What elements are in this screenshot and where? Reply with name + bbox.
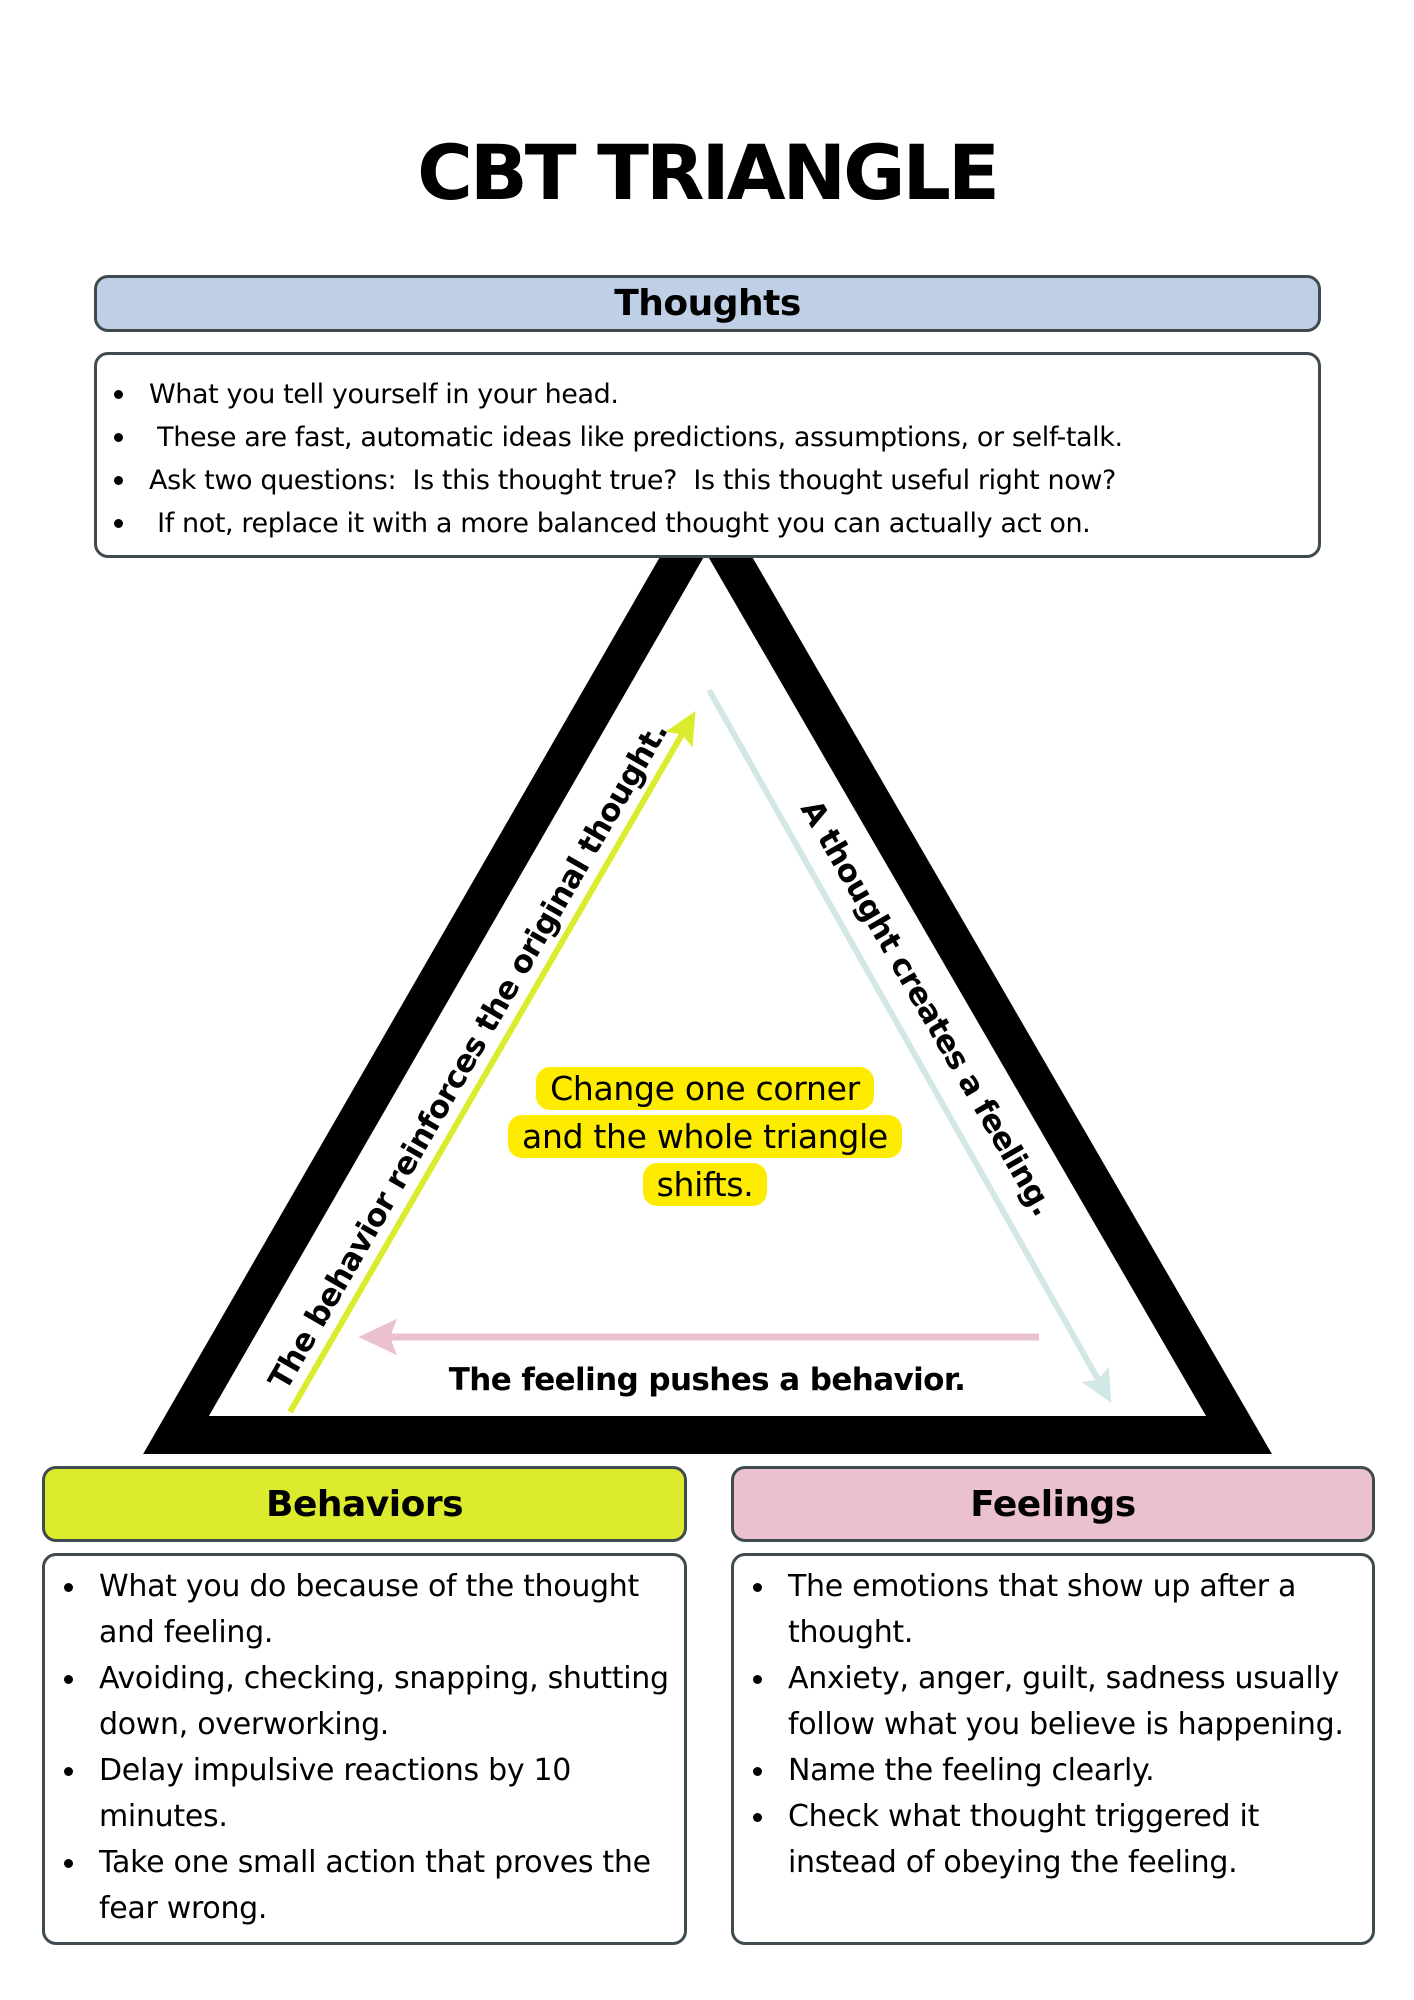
list-item: What you tell yourself in your head. [97, 373, 1318, 416]
callout-line: Change one corner [536, 1067, 874, 1110]
list-item: If not, replace it with a more balanced … [97, 502, 1318, 545]
thoughts-header: Thoughts [94, 275, 1321, 332]
behaviors-list: What you do because of the thought and f… [45, 1564, 670, 1932]
thoughts-header-label: Thoughts [614, 283, 801, 324]
behaviors-panel: What you do because of the thought and f… [42, 1553, 687, 1945]
bullet-icon [753, 1813, 762, 1822]
bullet-icon [114, 476, 123, 485]
feelings-header-label: Feelings [970, 1483, 1136, 1525]
arrow-thought-to-feeling [706, 688, 1112, 1404]
feelings-panel: The emotions that show up after a though… [731, 1553, 1375, 1945]
bullet-icon [114, 519, 123, 528]
feelings-header: Feelings [731, 1466, 1375, 1542]
bullet-icon [64, 1583, 73, 1592]
list-item: Avoiding, checking, snapping, shutting d… [45, 1656, 670, 1748]
callout-line: shifts. [642, 1163, 768, 1206]
callout-line: and the whole triangle [508, 1115, 902, 1158]
list-item: Check what thought triggered it instead … [734, 1794, 1358, 1886]
list-item: Anxiety, anger, guilt, sadness usually f… [734, 1656, 1358, 1748]
triangle-outline [143, 477, 1272, 1454]
bullet-icon [64, 1767, 73, 1776]
bullet-icon [114, 433, 123, 442]
bottom-side-label: The feeling pushes a behavior. [448, 1362, 966, 1398]
behaviors-header-label: Behaviors [266, 1483, 464, 1525]
list-item: Ask two questions: Is this thought true?… [97, 459, 1318, 502]
list-item: What you do because of the thought and f… [45, 1564, 670, 1656]
bullet-icon [753, 1767, 762, 1776]
list-item: Name the feeling clearly. [734, 1748, 1358, 1794]
arrow-behavior-to-thought [287, 711, 696, 1414]
list-item: The emotions that show up after a though… [734, 1564, 1358, 1656]
bullet-icon [64, 1675, 73, 1684]
feelings-list: The emotions that show up after a though… [734, 1564, 1358, 1886]
page-title: CBT TRIANGLE [417, 128, 1000, 217]
list-item: These are fast, automatic ideas like pre… [97, 416, 1318, 459]
thoughts-list: What you tell yourself in your head. The… [97, 373, 1318, 545]
bullet-icon [114, 390, 123, 399]
center-callout: Change one corner and the whole triangle… [480, 1065, 930, 1209]
thoughts-panel: What you tell yourself in your head. The… [94, 352, 1321, 558]
behaviors-header: Behaviors [42, 1466, 687, 1542]
bullet-icon [753, 1583, 762, 1592]
list-item: Take one small action that proves the fe… [45, 1840, 670, 1932]
bullet-icon [753, 1675, 762, 1684]
list-item: Delay impulsive reactions by 10 minutes. [45, 1748, 670, 1840]
bullet-icon [64, 1859, 73, 1868]
